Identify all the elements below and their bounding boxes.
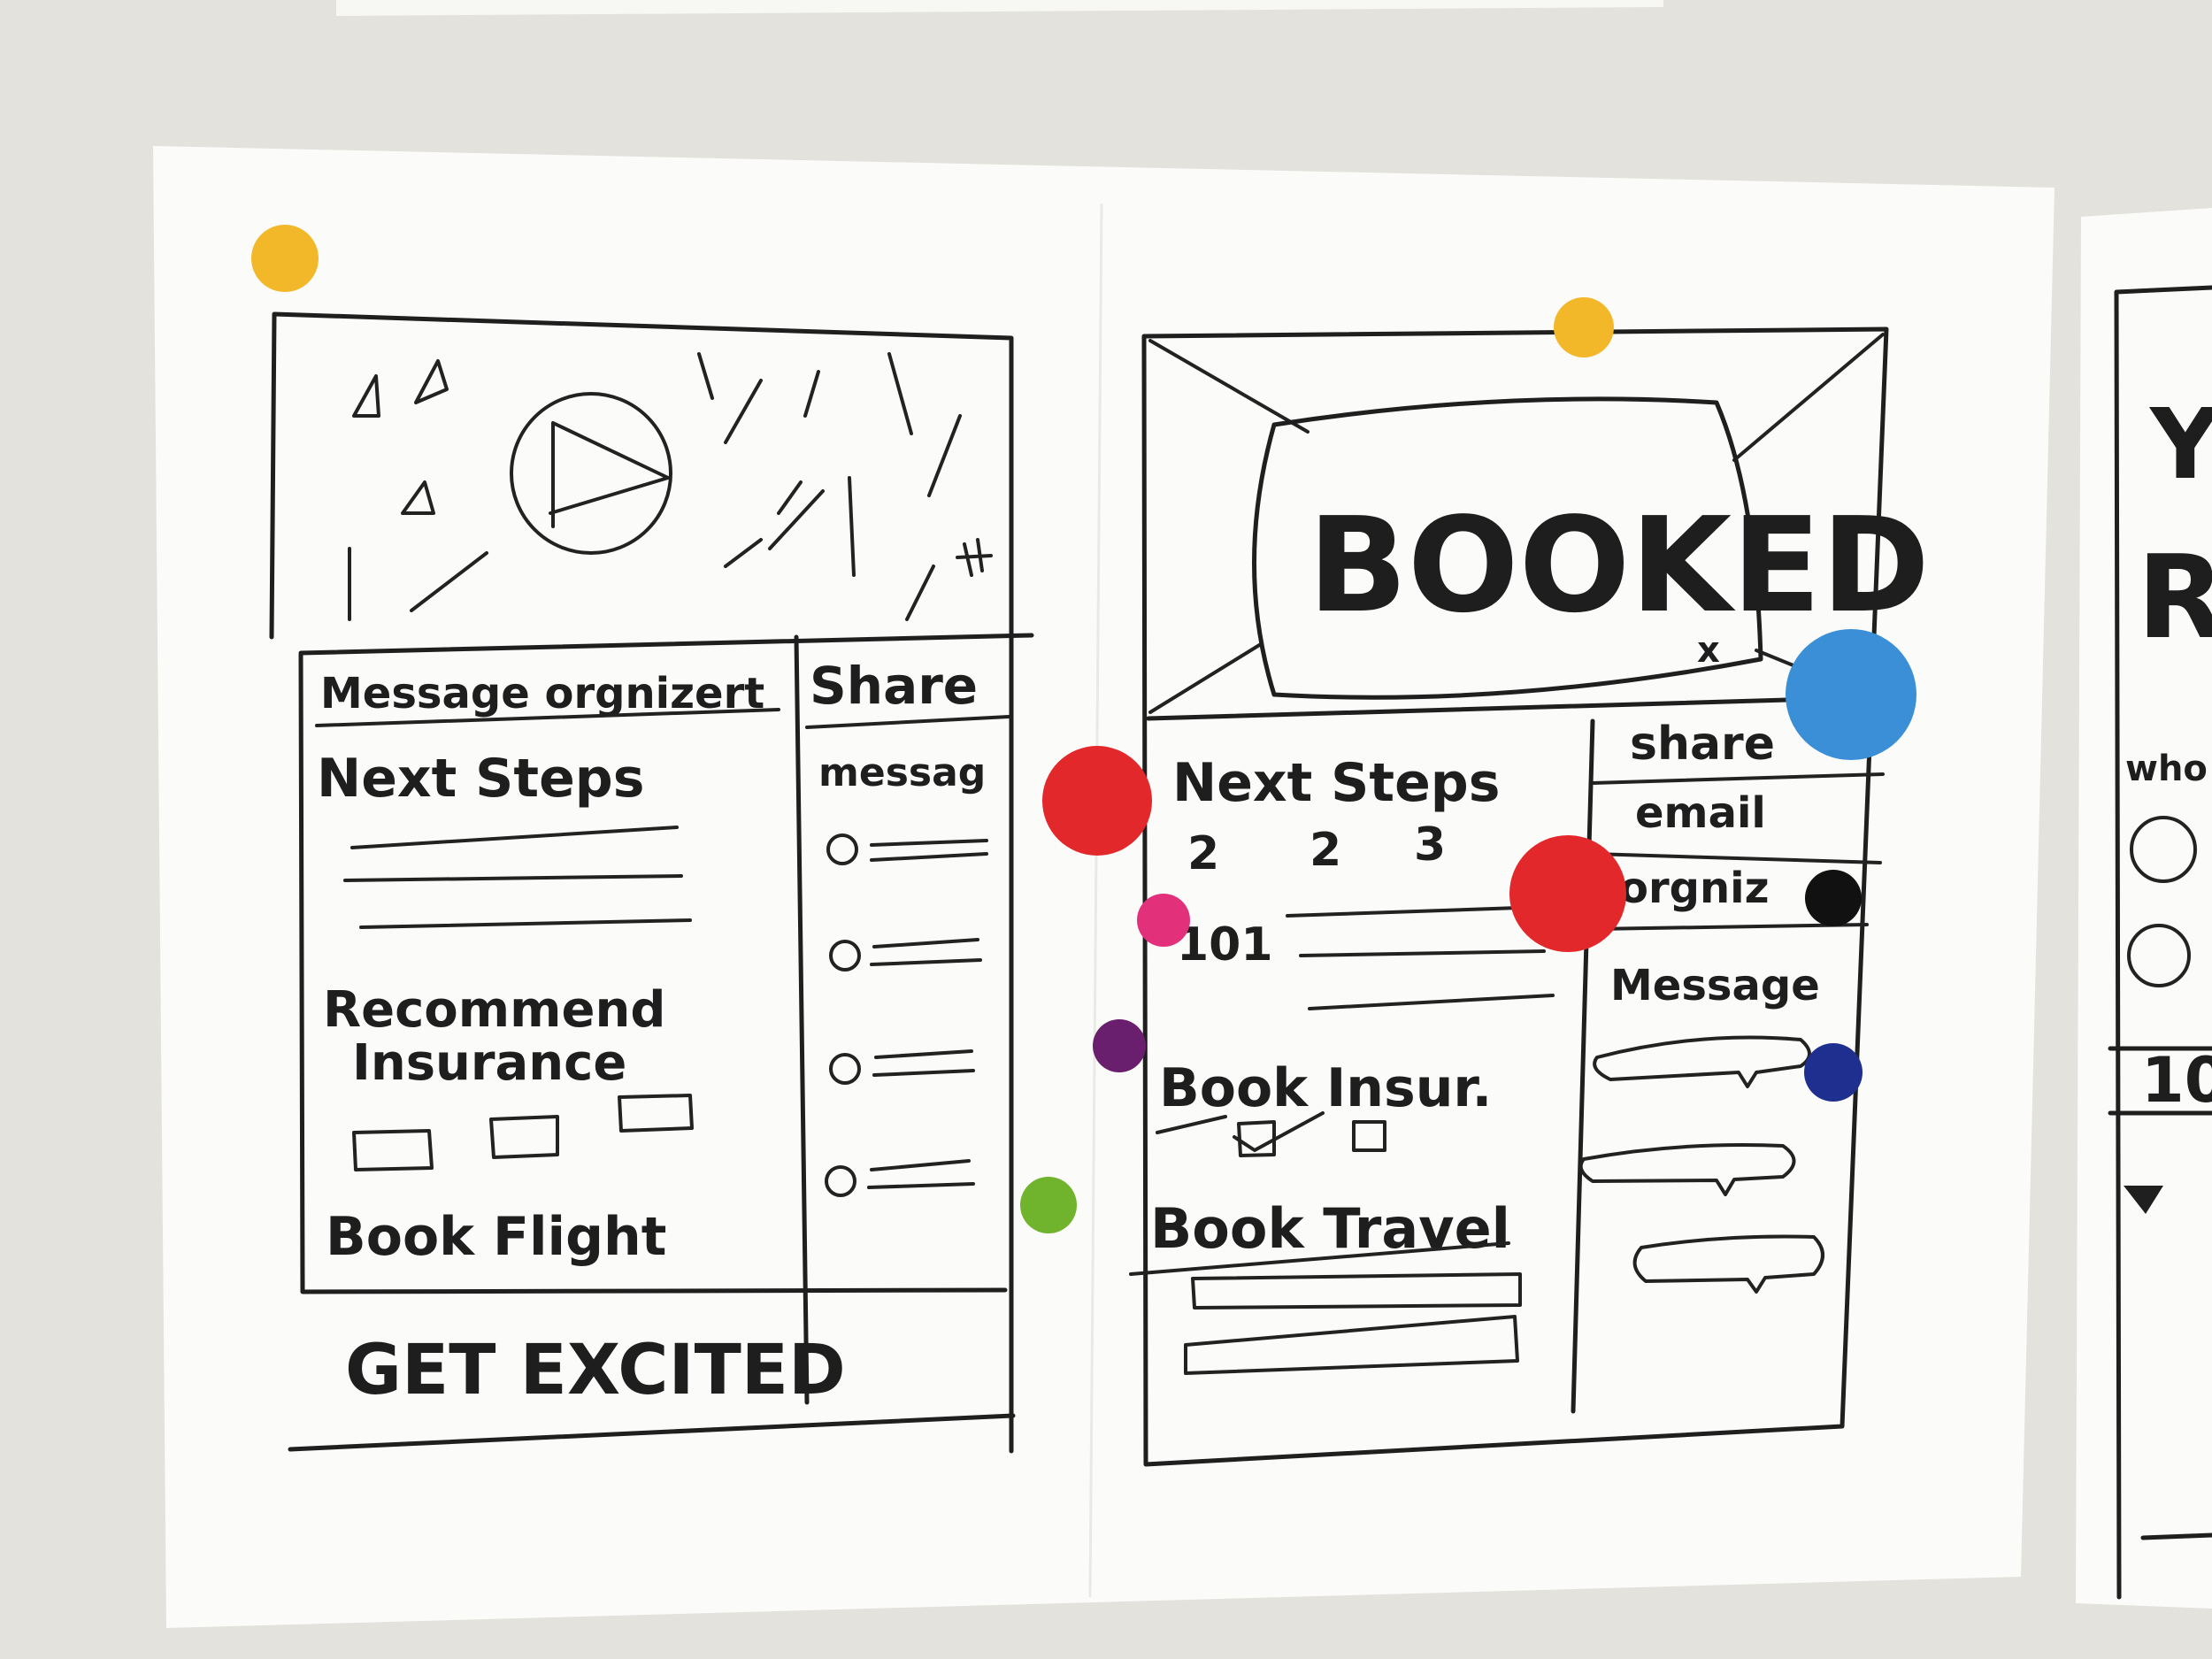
- edge-text-2: Ro: [2137, 530, 2212, 664]
- booked-close-mark: x: [1697, 630, 1720, 671]
- edge-divider: [2108, 1046, 2212, 1116]
- right-email-label: email: [1635, 788, 1766, 838]
- left-share-sub-label: messag: [818, 750, 986, 795]
- top-paper-edge: [336, 0, 1663, 16]
- chat-bubble-1: [1593, 1035, 1811, 1088]
- paper-fold-line: [1088, 203, 1103, 1598]
- book-insurance-label: Book Insur.: [1159, 1057, 1492, 1119]
- travel-input-2: [1184, 1315, 1519, 1375]
- left-next-steps-lines: [343, 826, 692, 929]
- pink-vote-dot: [1137, 894, 1190, 947]
- booked-box: [1252, 396, 1763, 700]
- hash-mark: [956, 538, 993, 577]
- book-insurance-underline: [1156, 1115, 1227, 1134]
- left-outer-frame: [269, 311, 1014, 1454]
- left-header-doodles: [348, 352, 993, 621]
- right-share-label: share: [1630, 718, 1775, 771]
- left-share-label: Share: [810, 656, 978, 716]
- edge-frame: [2114, 285, 2212, 1600]
- step-row-label: 101: [1177, 918, 1273, 972]
- avatar-icon: [2130, 816, 2197, 883]
- edge-text-1: Yo: [2148, 388, 2212, 501]
- blue-vote-dot: [1786, 629, 1916, 760]
- sidebar-divider-1: [1591, 772, 1885, 785]
- red-vote-dot: [1042, 746, 1152, 856]
- list-bullet-icon: [826, 833, 858, 865]
- right-header-divider: [1146, 695, 1883, 721]
- step-number-1: 2: [1187, 827, 1219, 880]
- right-outer-frame: [1141, 326, 1889, 1467]
- insurance-checkbox-checked: [1233, 1111, 1325, 1157]
- play-icon: [549, 421, 670, 528]
- yellow-pin-dot: [251, 225, 319, 292]
- list-item-lines: [870, 839, 988, 862]
- get-excited-label: GET EXCITED: [345, 1331, 846, 1410]
- navy-vote-dot: [1804, 1043, 1863, 1102]
- step-number-2: 2: [1310, 824, 1341, 877]
- purple-vote-dot: [1093, 1019, 1146, 1072]
- edge-avatars: [2127, 816, 2197, 987]
- left-bottom-border: [288, 1413, 1016, 1452]
- confetti-lines: [348, 352, 962, 621]
- right-next-steps-lines: [1286, 905, 1555, 1010]
- list-bullet-icon: [829, 1053, 861, 1085]
- recommend-label: Recommend: [323, 981, 665, 1039]
- travel-input-1: [1191, 1272, 1522, 1310]
- play-button-circle: [510, 392, 672, 555]
- right-next-steps-label: Next Steps: [1172, 752, 1500, 814]
- left-next-steps-label: Next Steps: [317, 748, 644, 810]
- book-travel-label: Book Travel: [1150, 1196, 1510, 1261]
- avatar-icon: [2127, 924, 2191, 987]
- right-header-x-lines: [1148, 333, 1885, 714]
- insurance-checkbox-empty: [1352, 1120, 1386, 1152]
- right-wireframe: BOOKED x Next Steps 2 2 3 101 Book Insur…: [1129, 326, 1930, 1467]
- list-item-lines: [872, 1049, 975, 1077]
- chat-bubble-3: [1632, 1234, 1824, 1294]
- insurance-option-boxes: [352, 1094, 694, 1171]
- left-share-underline: [805, 715, 1010, 729]
- list-item-lines: [870, 938, 982, 966]
- edge-wireframe: Yo Ro who 10: [2108, 285, 2212, 1600]
- edge-arrow-icon: [2124, 1186, 2163, 1214]
- right-message-label: Message: [1610, 961, 1820, 1010]
- list-item-lines: [867, 1159, 975, 1189]
- chat-bubble-2: [1578, 1143, 1796, 1196]
- list-bullet-icon: [825, 1165, 856, 1197]
- green-vote-dot: [1020, 1177, 1077, 1233]
- message-organizer-underline: [315, 708, 780, 727]
- voting-dots: [251, 225, 1916, 1233]
- step-number-3: 3: [1414, 818, 1446, 872]
- right-sidebar-divider: [1571, 718, 1595, 1414]
- right-organize-label: orgniz: [1619, 864, 1770, 913]
- black-vote-dot: [1805, 870, 1862, 926]
- list-bullet-icon: [829, 940, 861, 972]
- edge-paper-sheet: [2076, 208, 2212, 1609]
- left-sidebar-divider: [794, 634, 810, 1405]
- red-vote-dot: [1509, 835, 1626, 952]
- message-organizer-label: Message orgnizert: [320, 669, 764, 718]
- booked-label: BOOKED: [1308, 489, 1930, 641]
- yellow-pin-dot: [1554, 297, 1614, 357]
- insurance-label: Insurance: [352, 1034, 626, 1092]
- sidebar-divider-2: [1591, 852, 1882, 864]
- triangle-icon: [352, 359, 449, 515]
- book-travel-underline: [1129, 1241, 1510, 1276]
- sidebar-divider-3: [1593, 923, 1869, 931]
- left-wireframe: Message orgnizert Next Steps Recommend I…: [269, 311, 1034, 1454]
- edge-text-4: 10: [2141, 1044, 2212, 1117]
- left-share-list: [825, 833, 988, 1197]
- edge-text-3: who: [2125, 749, 2208, 789]
- book-flight-label: Book Flight: [326, 1206, 666, 1268]
- left-header-divider: [298, 633, 1034, 656]
